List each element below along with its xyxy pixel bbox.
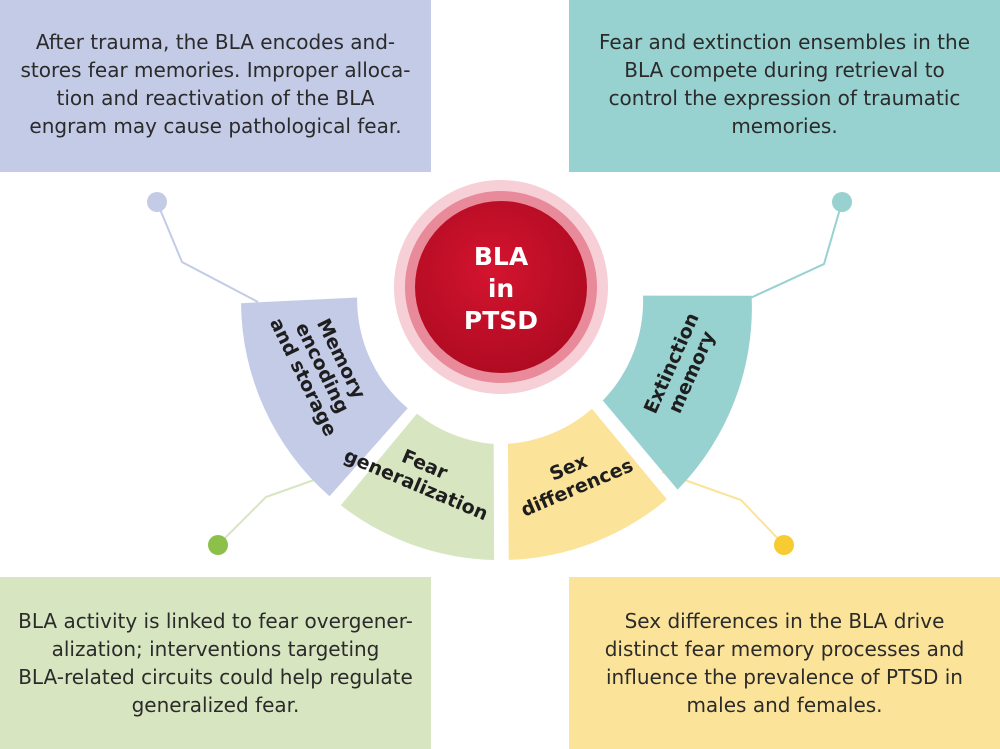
sex-connector	[661, 471, 785, 546]
sex-dot	[774, 535, 794, 555]
extinction-dot	[832, 192, 852, 212]
center-label-line: PTSD	[464, 306, 538, 335]
memory-dot	[147, 192, 167, 212]
description-line: After trauma, the BLA encodes and-	[35, 30, 396, 54]
center-circle	[415, 201, 587, 373]
description-line: BLA compete during retrieval to	[624, 58, 945, 82]
extinction-memory-segment	[602, 295, 752, 490]
description-line: engram may cause pathological fear.	[29, 114, 402, 138]
description-line: BLA-related circuits could help regulate	[18, 665, 413, 689]
sex-differences-description: Sex differences in the BLA drive distinc…	[569, 577, 1000, 749]
center-label-line: in	[488, 274, 514, 303]
description-line: stores fear memories. Improper alloca-	[20, 58, 411, 82]
description-line: alization; interventions targeting	[51, 637, 380, 661]
description-line: generalized fear.	[131, 693, 300, 717]
description-line: BLA activity is linked to fear overgener…	[18, 609, 413, 633]
description-line: Sex differences in the BLA drive	[624, 609, 945, 633]
memory-encoding-description: After trauma, the BLA encodes and- store…	[0, 0, 431, 172]
center-label-line: BLA	[474, 242, 529, 271]
extinction-connector	[745, 201, 843, 301]
fear-generalization-segment	[340, 413, 495, 560]
description-line: influence the prevalence of PTSD in	[605, 665, 963, 689]
extinction-memory-description: Fear and extinction ensembles in the BLA…	[569, 0, 1000, 172]
description-line: tion and reactivation of the BLA	[56, 86, 375, 110]
fear-generalization-description: BLA activity is linked to fear overgener…	[0, 577, 431, 749]
memory-encoding-segment	[241, 297, 408, 497]
description-line: memories.	[731, 114, 838, 138]
sex-differences-segment	[508, 408, 667, 560]
fear-dot	[208, 535, 228, 555]
description-line: Fear and extinction ensembles in the	[599, 30, 970, 54]
description-line: distinct fear memory processes and	[604, 637, 965, 661]
description-line: control the expression of traumatic	[608, 86, 961, 110]
memory-connector	[156, 201, 259, 303]
description-line: males and females.	[686, 693, 883, 717]
